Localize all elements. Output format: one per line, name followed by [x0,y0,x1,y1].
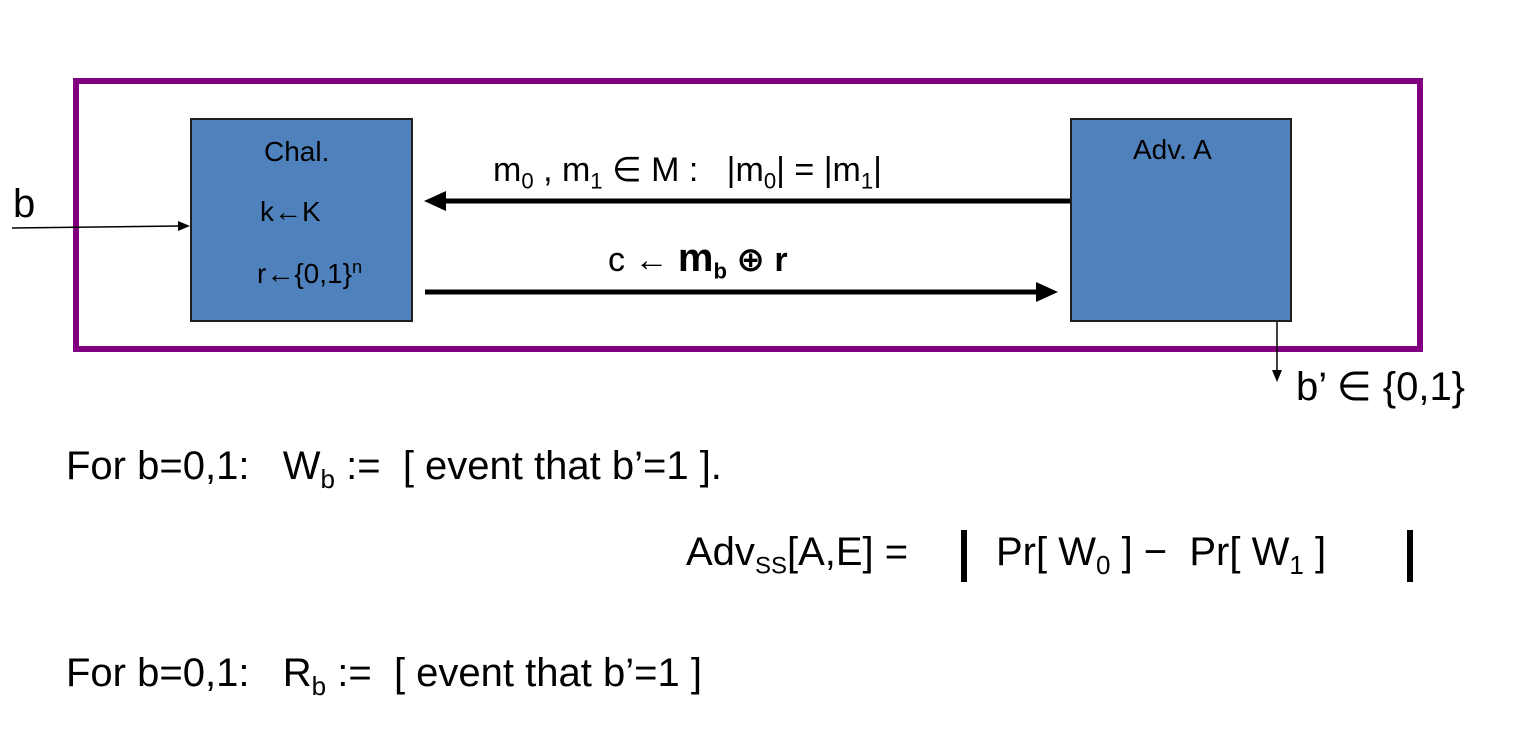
adv-sub: SS [754,552,787,580]
def-r-prefix: For b=0,1: R [66,651,312,695]
challenger-title: Chal. [264,136,330,167]
adv-sub0: 0 [1095,550,1111,581]
adversary-box [1070,118,1292,322]
advantage-difference: Pr[ W0 ] − Pr[ W1 ] [996,530,1327,578]
challenger-pad-text: r←{0,1} [257,258,352,289]
def-r-suffix: := [ event that b’=1 ] [326,651,702,695]
ciphertext-label: c ← mb ⊕ r [608,236,788,284]
q-eq: | = |m [776,151,861,189]
q-sep: , m [533,151,591,189]
q-sub1b: 1 [860,168,874,194]
ct-sub-b: b [713,258,727,284]
q-sub0: 0 [521,168,534,194]
q-sub0b: 0 [763,168,777,194]
adv-close: ] [1303,530,1327,574]
abs-bar-right [1407,530,1413,582]
adv-pr0: Pr[ W [996,530,1096,574]
input-b-arrow [11,225,181,229]
ct-xor-r: ⊕ r [726,241,788,279]
challenger-pad-exponent: n [351,257,363,277]
q-sub1: 1 [590,168,603,194]
definition-w: For b=0,1: Wb := [ event that b’=1 ]. [66,444,722,492]
adversary-title: Adv. A [1133,134,1212,165]
def-w-prefix: For b=0,1: W [66,444,321,488]
def-w-sub: b [320,464,335,495]
q-in-M: ∈ M : |m [602,151,764,189]
ct-m: m [677,236,714,280]
adv-args: [A,E] = [786,530,920,574]
def-w-suffix: := [ event that b’=1 ]. [335,444,722,488]
adv-mid: ] − Pr[ W [1110,530,1290,574]
output-label: b’ ∈ {0,1} [1296,365,1466,409]
output-arrowhead [1272,370,1282,382]
adv-name: Adv [686,530,755,574]
challenger-pad-line: r←{0,1}n [257,258,362,290]
q-m0: m [493,151,522,189]
query-label: m0 , m1 ∈ M : |m0| = |m1| [493,150,882,192]
query-arrowhead [424,191,446,211]
adv-sub1: 1 [1289,550,1304,581]
input-b-arrowhead [178,221,190,231]
abs-bar-left [961,530,967,582]
challenger-box [190,118,413,322]
definition-r: For b=0,1: Rb := [ event that b’=1 ] [66,651,702,699]
challenger-key-line: k←K [260,196,321,227]
ciphertext-arrowhead [1036,282,1058,302]
def-r-sub: b [311,671,327,702]
q-end: | [873,151,882,189]
experiment-frame [73,78,1423,352]
ct-c: c ← [608,241,678,279]
advantage-formula: AdvSS[A,E] = [686,530,920,578]
input-b-label: b [13,182,36,226]
